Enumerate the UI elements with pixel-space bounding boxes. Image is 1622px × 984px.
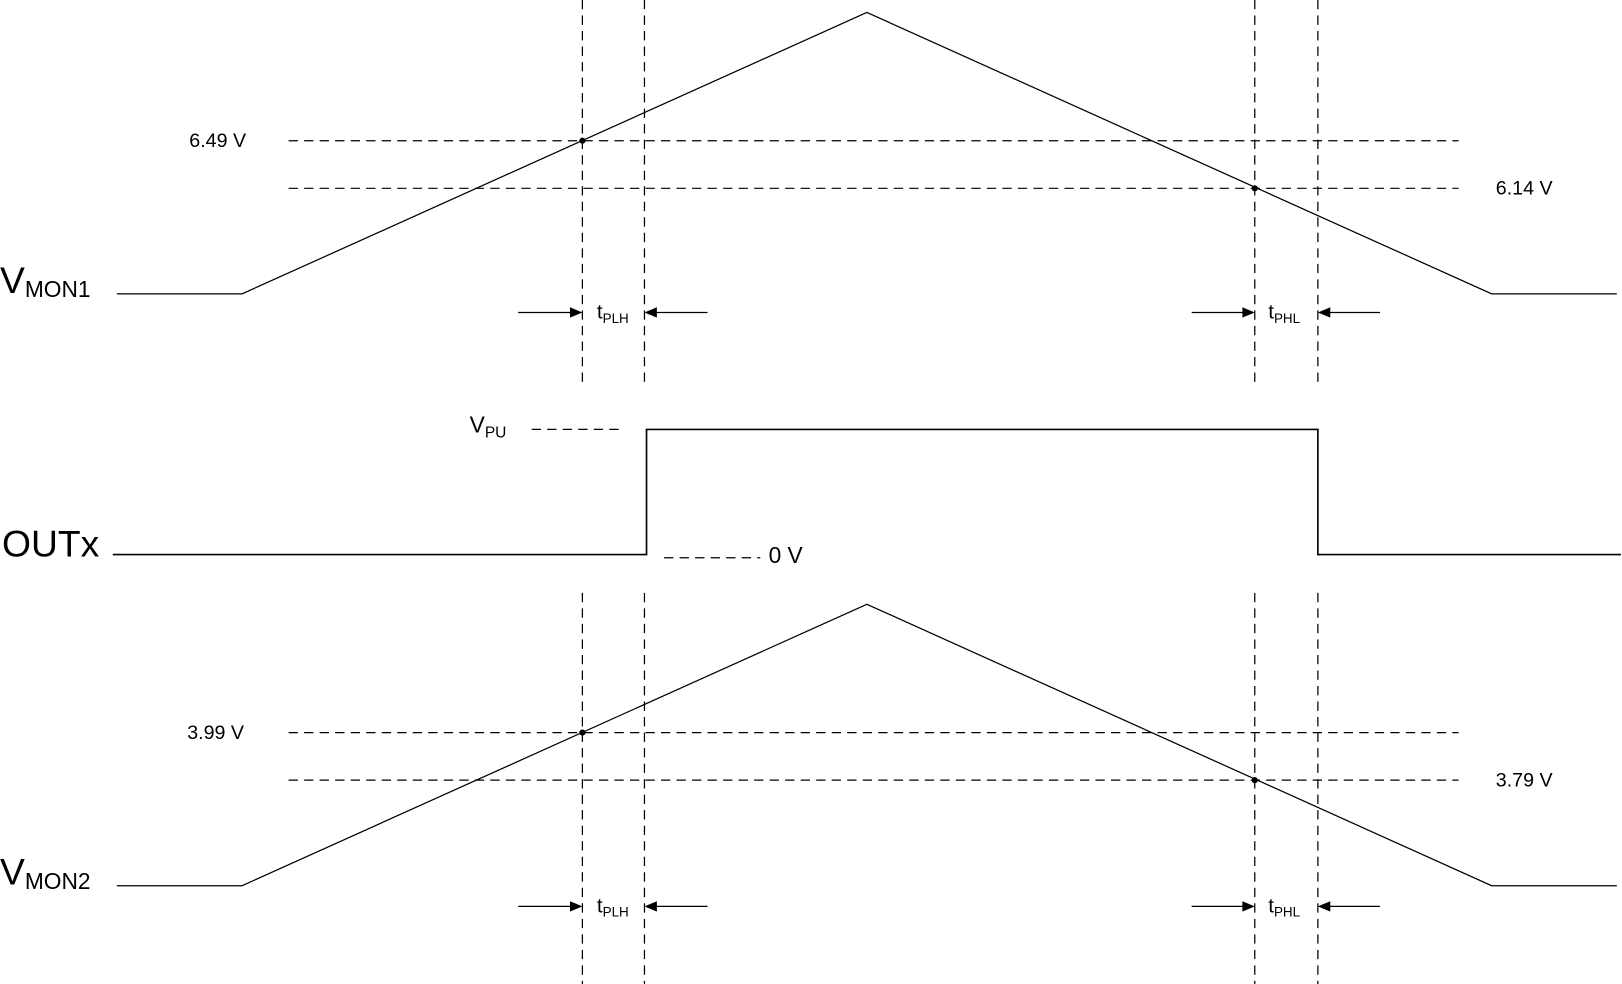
arrow-right-icon xyxy=(569,901,583,912)
svg-text:tPHL: tPHL xyxy=(1268,301,1300,326)
arrow-left-icon xyxy=(1317,901,1331,912)
tplh-annotation-bottom: tPLH xyxy=(518,895,708,920)
zero-volt-label: 0 V xyxy=(769,542,804,568)
vmon2-waveform xyxy=(116,603,1617,887)
vmon1-label: VMON1 xyxy=(0,259,91,302)
outx-section: OUTx VPU 0 V xyxy=(2,412,1621,568)
tphl-annotation-top: tPHL xyxy=(1191,301,1380,326)
arrow-right-icon xyxy=(1242,901,1255,912)
arrow-right-icon xyxy=(569,307,583,318)
arrow-left-icon xyxy=(1317,307,1331,318)
vmon2-label: VMON2 xyxy=(0,851,91,894)
arrow-right-icon xyxy=(1242,307,1255,318)
svg-text:tPLH: tPLH xyxy=(597,895,629,920)
arrow-left-icon xyxy=(644,307,657,318)
vmon2-section: VMON2 3.99 V 3.79 V xyxy=(0,603,1617,894)
vmon1-falling-threshold-label: 6.14 V xyxy=(1496,178,1554,200)
svg-text:tPLH: tPLH xyxy=(597,301,629,326)
vpu-label: VPU xyxy=(470,412,507,442)
tplh-annotation-top: tPLH xyxy=(518,301,708,326)
vmon1-waveform xyxy=(116,11,1617,295)
tphl-annotation-bottom: tPHL xyxy=(1191,895,1380,920)
svg-text:tPHL: tPHL xyxy=(1268,895,1300,920)
vmon2-falling-threshold-label: 3.79 V xyxy=(1496,769,1554,791)
outx-waveform xyxy=(112,428,1621,556)
outx-label: OUTx xyxy=(2,523,100,565)
vmon2-rising-threshold-label: 3.99 V xyxy=(187,722,245,744)
arrow-left-icon xyxy=(644,901,657,912)
vmon1-section: VMON1 6.49 V 6.14 V xyxy=(0,11,1617,302)
vmon1-rising-threshold-label: 6.49 V xyxy=(189,130,247,152)
